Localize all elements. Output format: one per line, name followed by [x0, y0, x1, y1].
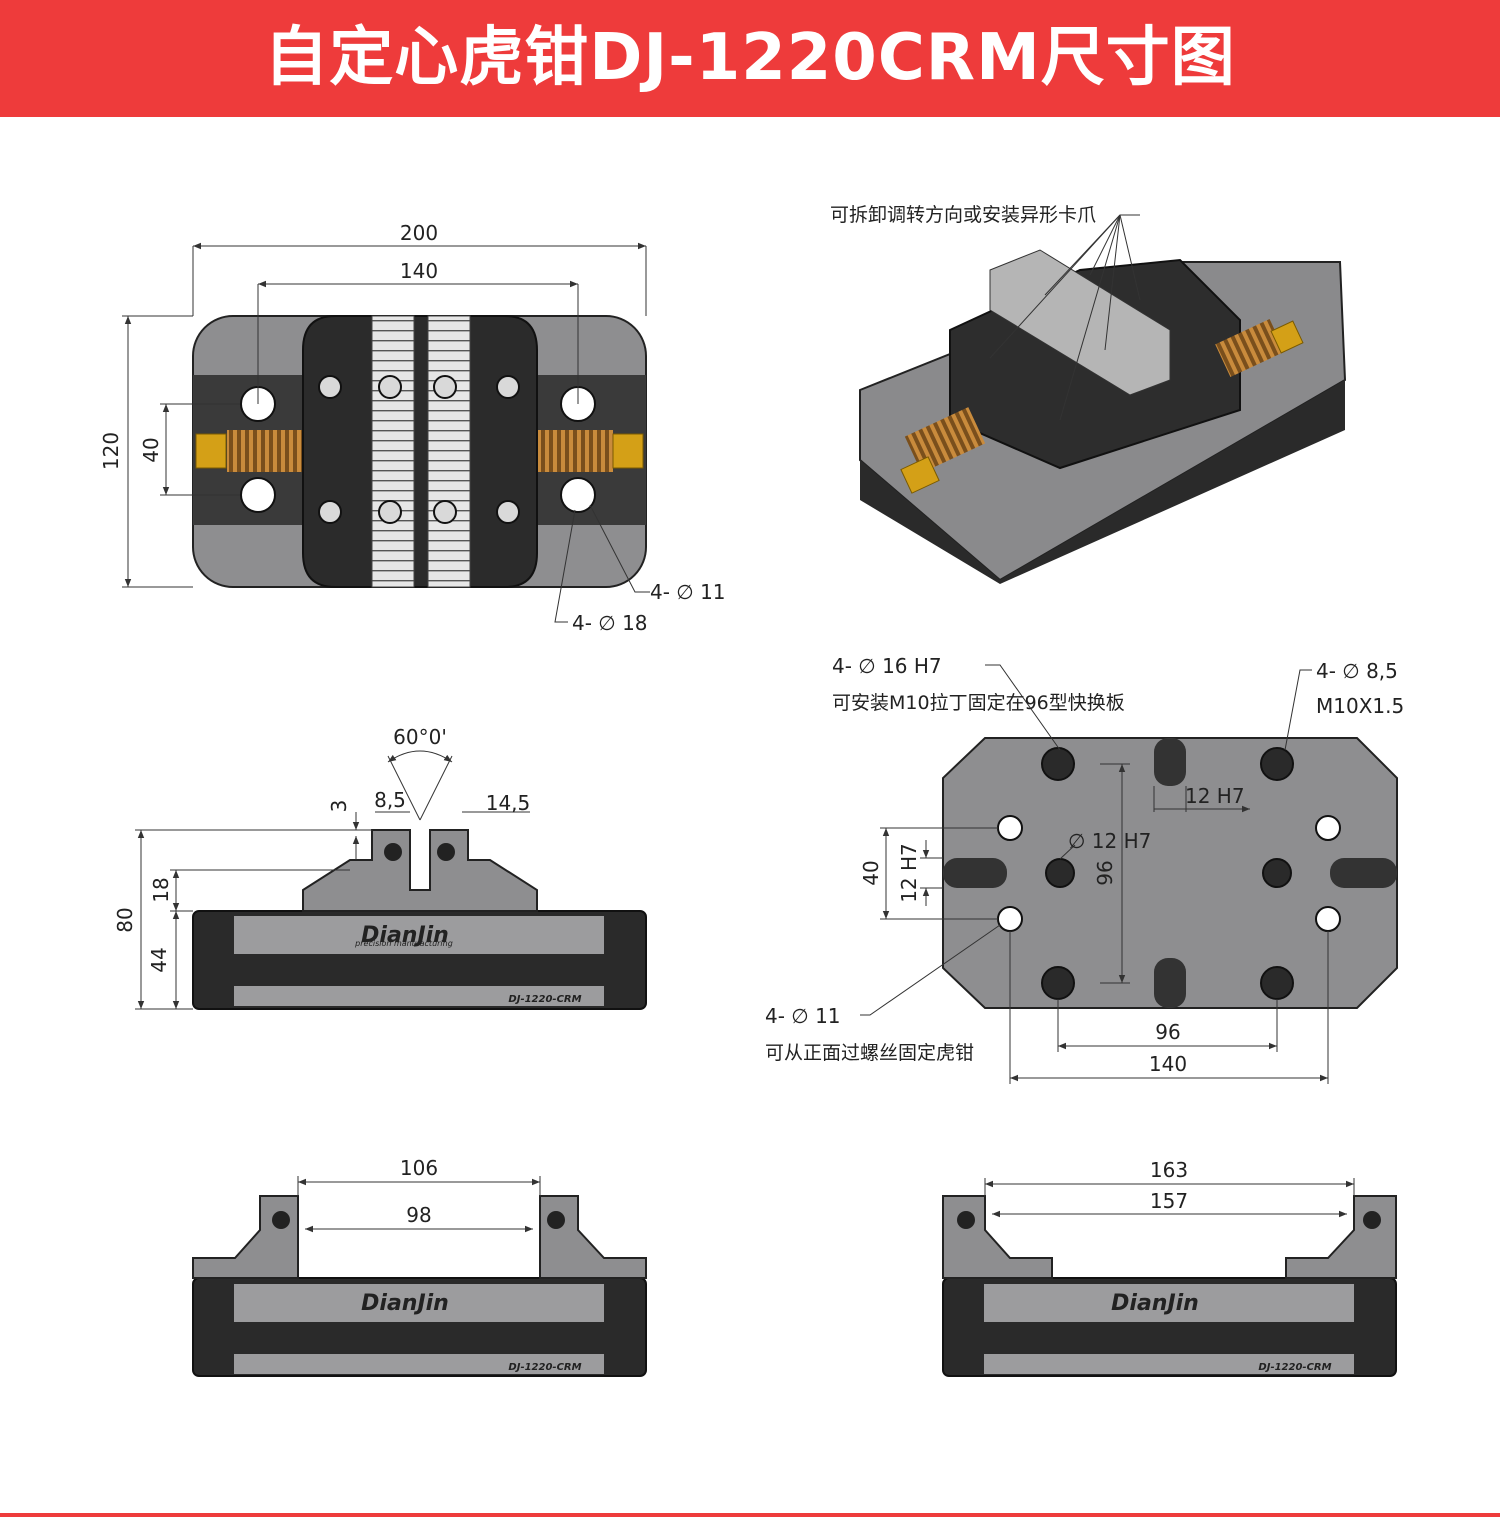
key-slot-top [1154, 738, 1186, 786]
side-view-max: DianJin DJ-1220-CRM 163 157 [942, 1158, 1397, 1377]
min-brand: DianJin [361, 1291, 449, 1316]
dim-spacing-40: 40 [139, 437, 163, 462]
iso-jaw-serrations [989, 249, 1171, 396]
dim-key-slot-12: 12 H7 [1185, 784, 1245, 808]
dim-center-hole-12: ∅ 12 H7 [1068, 829, 1151, 853]
top-view: 200 140 120 40 4- ∅ 11 4- ∅ 18 [99, 221, 726, 635]
dim-height-80: 80 [113, 907, 137, 932]
front-band-bottom [234, 986, 604, 1006]
dim-horiz-140: 140 [1149, 1052, 1187, 1076]
center-hole-12 [1045, 858, 1075, 888]
spring-left [227, 430, 307, 472]
callout-through-holes: 4- ∅ 11 [765, 1004, 841, 1028]
min-jaw-right [539, 1195, 647, 1279]
dim-min-inner-98: 98 [406, 1203, 431, 1227]
dim-left-40: 40 [859, 860, 883, 885]
max-jaw-screw-right [1363, 1211, 1381, 1229]
base-plate [942, 737, 1398, 1009]
callout-pin-holes-16: 4- ∅ 16 H7 [832, 654, 942, 678]
max-brand: DianJin [1111, 1291, 1199, 1316]
dim-pitch-140: 140 [400, 259, 438, 283]
center-hole-right [1262, 858, 1292, 888]
dim-max-inner-157: 157 [1150, 1189, 1188, 1213]
bottom-view: 4- ∅ 16 H7 可安装M10拉丁固定在96型快换板 4- ∅ 8,5 M1… [765, 654, 1404, 1084]
callout-thread-holes: 4- ∅ 8,5 [1316, 659, 1398, 683]
max-jaw-screw-left [957, 1211, 975, 1229]
brass-nut-left [195, 433, 227, 469]
jaw-block [302, 315, 538, 588]
front-jaws [302, 829, 538, 912]
callout-counterbore-18: 4- ∅ 18 [572, 611, 648, 635]
note-pin-holes: 可安装M10拉丁固定在96型快换板 [832, 692, 1125, 714]
front-brand: DianJin [361, 923, 449, 948]
page-title: 自定心虎钳DJ-1220CRM尺寸图 [264, 21, 1236, 95]
dim-max-outer-163: 163 [1150, 1158, 1188, 1182]
max-band-top [984, 1284, 1354, 1322]
iso-spring-back [1215, 319, 1285, 377]
dim-groove-8-5: 8,5 [374, 788, 406, 812]
slot-left [943, 858, 1007, 888]
note-through-holes: 可从正面过螺丝固定虎钳 [765, 1042, 974, 1064]
min-jaw-screw-left [272, 1211, 290, 1229]
slot-right [1330, 858, 1397, 888]
max-band-bottom [984, 1354, 1354, 1374]
side-view-min: DianJin DJ-1220-CRM 106 98 [192, 1156, 647, 1377]
dim-angle-60: 60°0' [393, 725, 447, 749]
dim-width-200: 200 [400, 221, 438, 245]
dim-jaw-top-14-5: 14,5 [486, 791, 531, 815]
min-model-mark: DJ-1220-CRM [508, 1362, 581, 1373]
max-model-mark: DJ-1220-CRM [1258, 1362, 1331, 1373]
dim-min-outer-106: 106 [400, 1156, 438, 1180]
min-jaw-screw-right [547, 1211, 565, 1229]
jaw-screws [318, 375, 520, 524]
pin-holes-16 [1041, 747, 1294, 1000]
dim-depth-3: 3 [327, 800, 351, 813]
dim-height-120: 120 [99, 432, 123, 470]
front-jaw-screw-left [384, 843, 402, 861]
jaw-scale-left [371, 315, 415, 588]
front-view: DianJin precision manufacturing DJ-1220-… [113, 725, 647, 1010]
dim-horiz-96: 96 [1155, 1020, 1180, 1044]
spring-right [533, 430, 613, 472]
iso-spring-front [904, 407, 986, 473]
bottom-rule [0, 1513, 1500, 1517]
min-jaw-left [192, 1195, 299, 1279]
note-removable-jaws: 可拆卸调转方向或安装异形卡爪 [830, 204, 1096, 226]
callout-holes-11: 4- ∅ 11 [650, 580, 726, 604]
max-jaw-right [1285, 1195, 1397, 1279]
title-banner [0, 0, 1500, 117]
jaw-scale-right [427, 315, 471, 588]
iso-view: 可拆卸调转方向或安装异形卡爪 [830, 204, 1347, 584]
max-jaw-left [942, 1195, 1053, 1279]
iso-brass-back [1270, 320, 1304, 354]
dim-body-44: 44 [147, 947, 171, 972]
key-slot-bottom [1154, 958, 1186, 1008]
brass-nut-right [612, 433, 644, 469]
min-band-top [234, 1284, 604, 1322]
iso-brass-front [900, 456, 940, 494]
front-jaw-screw-right [437, 843, 455, 861]
front-band-top [234, 916, 604, 954]
front-model-mark: DJ-1220-CRM [508, 994, 581, 1005]
dim-vertical-96: 96 [1093, 860, 1117, 885]
front-brand-tagline: precision manufacturing [354, 939, 453, 948]
dim-jaw-18: 18 [149, 877, 173, 902]
thread-spec: M10X1.5 [1316, 694, 1404, 718]
min-band-bottom [234, 1354, 604, 1374]
dim-left-12: 12 H7 [897, 843, 921, 903]
